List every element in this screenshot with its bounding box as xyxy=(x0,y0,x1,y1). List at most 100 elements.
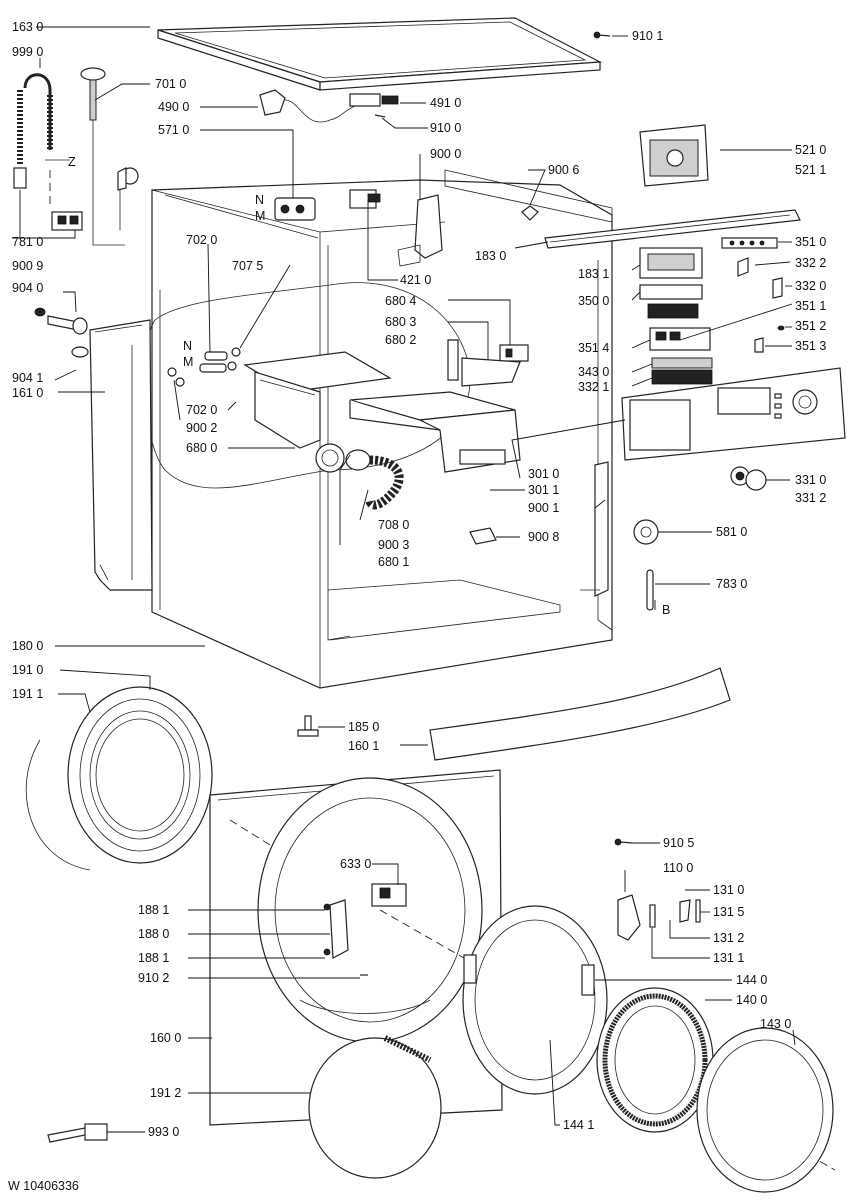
foot-9040 xyxy=(34,307,88,335)
marker-n: N xyxy=(183,339,192,353)
water-hose-assembly xyxy=(13,73,70,205)
label-7010: 701 0 xyxy=(155,77,186,91)
marker-z: Z xyxy=(68,155,76,169)
screw-9100 xyxy=(374,114,386,118)
label-6801: 680 1 xyxy=(378,555,409,569)
marker-m-top: M xyxy=(255,209,265,223)
label-3312: 331 2 xyxy=(795,491,826,505)
marker-b: B xyxy=(662,603,670,617)
part-6803 xyxy=(461,357,521,387)
label-1880: 188 0 xyxy=(138,927,169,941)
label-1312: 131 2 xyxy=(713,931,744,945)
label-1441: 144 1 xyxy=(563,1118,594,1132)
part-3512 xyxy=(777,325,785,331)
label-1830: 183 0 xyxy=(475,249,506,263)
label-5710: 571 0 xyxy=(158,123,189,137)
clip-9006 xyxy=(521,205,539,221)
door-frame-1440 xyxy=(462,905,608,1095)
part-1310 xyxy=(679,899,691,923)
part-3320 xyxy=(772,277,783,299)
label-7020b: 702 0 xyxy=(186,403,217,417)
ring-9041 xyxy=(71,346,89,358)
rail-1830 xyxy=(544,209,801,249)
label-1912: 191 2 xyxy=(150,1086,181,1100)
clamp-1911 xyxy=(25,739,91,871)
label-1850: 185 0 xyxy=(348,720,379,734)
label-9006: 900 6 xyxy=(548,163,579,177)
door-glass-1400 xyxy=(596,987,714,1133)
label-3322: 332 2 xyxy=(795,256,826,270)
drawer-3010 xyxy=(349,391,521,473)
label-1630: 163 0 xyxy=(12,20,43,34)
label-9001: 900 1 xyxy=(528,501,559,515)
clamps-9002 xyxy=(167,367,185,387)
label-1400: 140 0 xyxy=(736,993,767,1007)
label-3514: 351 4 xyxy=(578,341,609,355)
label-3510: 351 0 xyxy=(795,235,826,249)
label-1910: 191 0 xyxy=(12,663,43,677)
panel-strip xyxy=(647,303,699,319)
hinge-1880 xyxy=(323,899,349,959)
label-9002: 900 2 xyxy=(186,421,217,435)
rail-9001 xyxy=(580,461,609,597)
display-3500 xyxy=(639,284,703,300)
hose-7080 xyxy=(345,449,404,510)
parts-6804 xyxy=(499,344,529,362)
door-ring-1430 xyxy=(696,1027,834,1193)
label-3513: 351 3 xyxy=(795,339,826,353)
label-6803: 680 3 xyxy=(385,315,416,329)
detail-hood-outline xyxy=(144,282,471,489)
label-3320: 332 0 xyxy=(795,279,826,293)
label-9003: 900 3 xyxy=(378,538,409,552)
door-lock-6330 xyxy=(371,883,407,907)
label-9100: 910 0 xyxy=(430,121,461,135)
label-6800: 680 0 xyxy=(186,441,217,455)
glass-gasket-1912 xyxy=(308,1035,442,1179)
label-1911: 191 1 xyxy=(12,687,43,701)
label-9040: 904 0 xyxy=(12,281,43,295)
screw-9105 xyxy=(619,841,633,844)
left-side-panel xyxy=(89,319,153,591)
label-9105: 910 5 xyxy=(663,836,694,850)
label-9000: 900 0 xyxy=(430,147,461,161)
label-1881a: 188 1 xyxy=(138,903,169,917)
label-1311: 131 1 xyxy=(713,951,744,965)
label-9101: 910 1 xyxy=(632,29,663,43)
label-4910: 491 0 xyxy=(430,96,461,110)
label-3010: 301 0 xyxy=(528,467,559,481)
part-6802 xyxy=(447,339,459,381)
label-1600: 160 0 xyxy=(150,1031,181,1045)
label-3512: 351 2 xyxy=(795,319,826,333)
label-6330: 633 0 xyxy=(340,857,371,871)
foot-1850 xyxy=(297,715,319,737)
part-3322 xyxy=(737,257,749,277)
label-3321: 332 1 xyxy=(578,380,609,394)
control-module-5210 xyxy=(639,124,709,187)
label-6804: 680 4 xyxy=(385,294,416,308)
label-1800: 180 0 xyxy=(12,639,43,653)
label-5211: 521 1 xyxy=(795,163,826,177)
keys-3510 xyxy=(721,237,778,249)
knob-3310 xyxy=(730,466,767,491)
label-9102: 910 2 xyxy=(138,971,169,985)
plinth-1601 xyxy=(429,667,731,761)
label-3500: 350 0 xyxy=(578,294,609,308)
label-9008: 900 8 xyxy=(528,530,559,544)
top-panel xyxy=(157,17,603,91)
rod-7830 xyxy=(646,569,654,611)
dispenser-6800 xyxy=(243,351,392,473)
label-7080: 708 0 xyxy=(378,518,409,532)
label-1100: 110 0 xyxy=(663,861,693,875)
hose-clip-9009 xyxy=(51,211,83,231)
pressure-switch-5810 xyxy=(633,519,659,545)
board-3514 xyxy=(649,327,711,351)
label-1310: 131 0 xyxy=(713,883,744,897)
clip-9008 xyxy=(469,527,497,545)
label-1610: 161 0 xyxy=(12,386,43,400)
button-strip-3430 xyxy=(651,357,713,369)
drawing-id: W 10406336 xyxy=(8,1179,79,1193)
label-5210: 521 0 xyxy=(795,143,826,157)
screw-9101 xyxy=(593,31,611,39)
cable-4900 xyxy=(259,89,356,123)
